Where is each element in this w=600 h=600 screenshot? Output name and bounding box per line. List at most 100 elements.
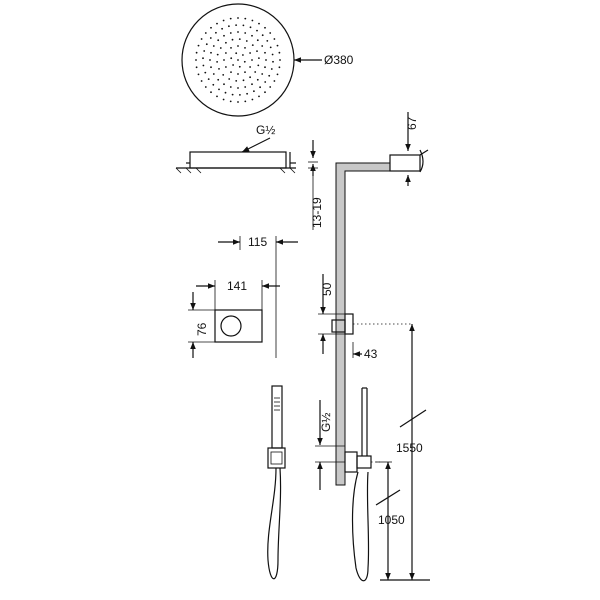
nozzle-dot xyxy=(256,78,259,81)
nozzle-dot xyxy=(256,29,258,32)
nozzle-dot xyxy=(278,51,281,54)
hand-shower-front xyxy=(267,385,286,580)
nozzle-dot xyxy=(235,80,238,82)
nozzle-dot xyxy=(195,59,197,61)
nozzle-dot xyxy=(229,32,232,34)
nozzle-dot xyxy=(230,71,232,73)
nozzle-dot xyxy=(249,66,252,68)
nozzle-dot xyxy=(225,52,227,54)
nozzle-dot xyxy=(235,24,238,26)
nozzle-dot xyxy=(244,86,247,88)
nozzle-dot xyxy=(244,100,247,103)
nozzle-dot xyxy=(273,38,276,40)
nozzle-dot xyxy=(237,59,239,61)
nozzle-dots xyxy=(195,17,281,103)
nozzle-dot xyxy=(204,86,207,88)
nozzle-dot xyxy=(229,17,232,20)
nozzle-dot xyxy=(243,60,246,63)
inlet-thread-label: G½ xyxy=(319,413,333,432)
nozzle-dot xyxy=(195,66,198,69)
nozzle-dot xyxy=(279,59,281,61)
nozzle-dot xyxy=(242,54,244,56)
side-depth-label: 67 xyxy=(405,116,419,130)
hand-shower-side: G½ xyxy=(315,387,380,582)
nozzle-dot xyxy=(205,43,208,46)
shower-head-side-view: G½ xyxy=(175,123,296,174)
nozzle-dot xyxy=(197,73,200,76)
nozzle-dot xyxy=(200,38,203,40)
nozzle-dot xyxy=(210,51,212,54)
nozzle-dot xyxy=(266,40,269,42)
nozzle-dot xyxy=(264,81,267,83)
nozzle-dot xyxy=(264,91,266,94)
nozzle-dot xyxy=(251,59,253,61)
height-upper-label: 1550 xyxy=(396,441,423,455)
nozzle-dot xyxy=(261,34,264,37)
nozzle-dot xyxy=(264,26,266,29)
ceiling-arm-detail: 67 xyxy=(389,112,429,186)
nozzle-dot xyxy=(244,17,247,20)
nozzle-dot xyxy=(261,73,264,75)
nozzle-dot xyxy=(256,50,258,52)
nozzle-dot xyxy=(237,17,239,19)
nozzle-dot xyxy=(222,98,225,101)
nozzle-dot xyxy=(217,39,220,42)
nozzle-dot xyxy=(231,38,234,41)
nozzle-dot xyxy=(204,32,207,34)
nozzle-dot xyxy=(202,57,204,60)
nozzle-dot xyxy=(216,22,218,25)
nozzle-dot xyxy=(244,47,246,49)
nozzle-dot xyxy=(218,88,220,91)
nozzle-dot xyxy=(223,34,225,37)
ceiling-gap-label: 13-19 xyxy=(310,197,324,228)
nozzle-dot xyxy=(224,91,227,94)
nozzle-dot xyxy=(212,83,215,86)
nozzle-dot xyxy=(230,47,232,49)
nozzle-dot xyxy=(261,45,264,47)
nozzle-dot xyxy=(228,78,231,80)
nozzle-dot xyxy=(229,100,232,103)
nozzle-dot xyxy=(249,26,252,29)
nozzle-dot xyxy=(232,64,235,66)
nozzle-dot xyxy=(239,94,241,96)
nozzle-dot xyxy=(202,64,205,67)
height-dimensions: 1550 1050 xyxy=(375,324,430,581)
outlet-depth-label: 43 xyxy=(364,347,378,361)
nozzle-dot xyxy=(210,91,212,94)
nozzle-dot xyxy=(253,90,255,93)
nozzle-dot xyxy=(269,86,272,88)
nozzle-dot xyxy=(215,31,217,34)
nozzle-dot xyxy=(228,25,230,28)
nozzle-dot xyxy=(200,80,203,82)
nozzle-dot xyxy=(258,22,260,25)
outlet-height-label: 50 xyxy=(320,282,334,296)
nozzle-dot xyxy=(210,66,212,69)
nozzle-dot xyxy=(276,73,279,76)
nozzle-dot xyxy=(271,53,274,56)
nozzle-dot xyxy=(249,76,252,79)
nozzle-dot xyxy=(257,64,260,67)
wall-outlet-detail: 50 43 xyxy=(318,274,412,361)
nozzle-dot xyxy=(222,19,225,22)
nozzle-dot xyxy=(210,26,212,29)
height-lower-label: 1050 xyxy=(378,513,405,527)
nozzle-dot xyxy=(212,45,215,47)
nozzle-dot xyxy=(216,95,218,98)
nozzle-dot xyxy=(221,27,224,30)
nozzle-dot xyxy=(223,83,225,86)
nozzle-dot xyxy=(237,45,239,47)
ceiling-gap-dimension: 13-19 xyxy=(308,140,324,230)
nozzle-dot xyxy=(269,32,272,34)
nozzle-dot xyxy=(245,40,248,42)
nozzle-dot xyxy=(265,59,267,61)
nozzle-dot xyxy=(238,65,241,68)
nozzle-dot xyxy=(216,61,219,63)
nozzle-dot xyxy=(259,86,261,89)
nozzle-dot xyxy=(204,71,207,74)
nozzle-dot xyxy=(278,66,281,69)
nozzle-dot xyxy=(223,59,225,61)
control-plate-front: 115 141 76 xyxy=(188,235,298,358)
nozzle-dot xyxy=(237,101,239,103)
plate-width-inner-label: 141 xyxy=(227,279,247,293)
